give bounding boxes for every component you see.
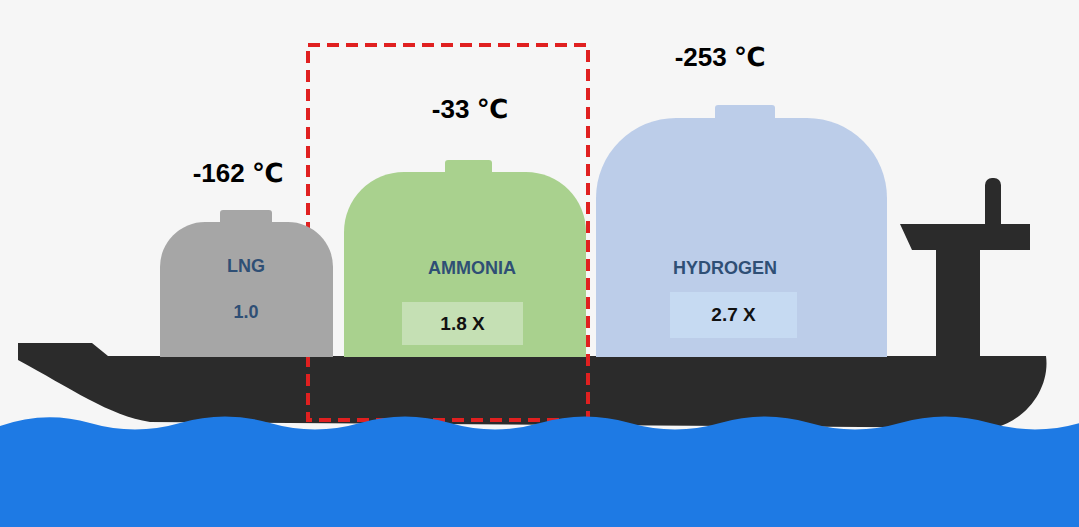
tank-name: AMMONIA — [428, 258, 516, 279]
hydrogen-tank: -253 ℃ HYDROGEN 2.7 X — [596, 40, 887, 357]
temperature-label: -33 ℃ — [432, 94, 508, 125]
sea-water — [0, 417, 1079, 527]
volume-ratio: 1.0 — [233, 302, 258, 323]
temperature-label: -162 ℃ — [193, 158, 284, 189]
tank-body — [344, 172, 586, 357]
ammonia-tank: -33 ℃ AMMONIA 1.8 X — [344, 90, 586, 357]
lng-tank: -162 ℃ LNG 1.0 — [160, 150, 333, 357]
ratio-box: 2.7 X — [670, 292, 797, 338]
bridge — [900, 224, 1030, 358]
volume-ratio: 2.7 X — [711, 304, 755, 326]
highlight-box — [308, 45, 588, 420]
temperature-label: -253 ℃ — [675, 42, 766, 73]
tank-name: LNG — [227, 256, 265, 277]
tank-body — [596, 118, 887, 357]
ratio-box: 1.8 X — [402, 302, 523, 345]
tank-name: HYDROGEN — [673, 258, 777, 279]
tank-body — [160, 222, 333, 357]
volume-ratio: 1.8 X — [440, 313, 484, 335]
